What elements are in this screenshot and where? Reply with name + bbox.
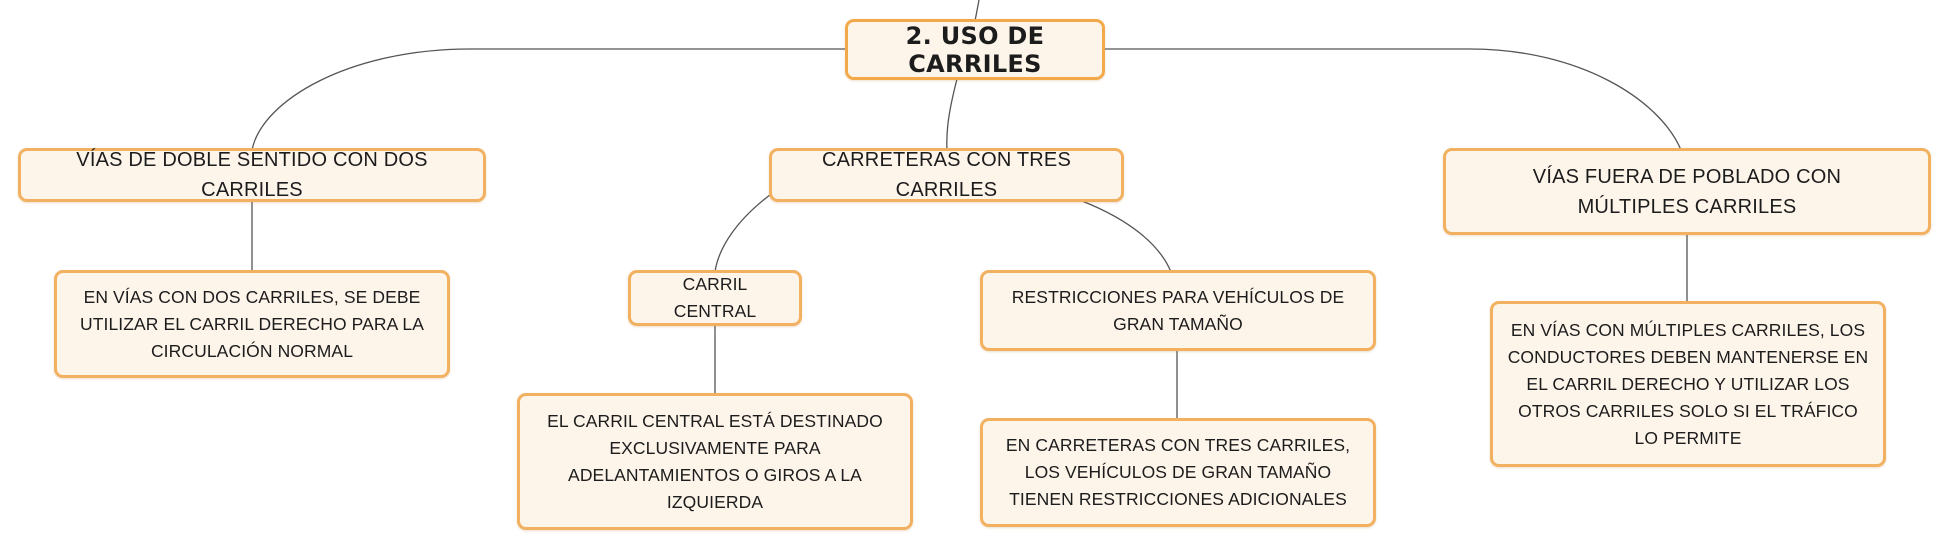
connector-three-lanes-to-central-lane [714,191,775,273]
branch-node-label: VÍAS DE DOBLE SENTIDO CON DOS CARRILES [76,149,428,201]
connector-root-to-branch-two-lanes [251,48,847,151]
branch-node-label: VÍAS FUERA DE POBLADO CON MÚLTIPLES CARR… [1532,165,1842,218]
detail-node-multi-lanes[interactable]: EN VÍAS CON MÚLTIPLES CARRILES, LOS COND… [1490,301,1886,467]
branch-node-multi-lanes[interactable]: VÍAS FUERA DE POBLADO CON MÚLTIPLES CARR… [1443,148,1931,235]
connector-parent-to-root [974,0,980,22]
connector-root-to-branch-three-lanes [946,78,958,151]
detail-node-label: EN CARRETERAS CON TRES CARRILES, LOS VEH… [1005,435,1351,509]
detail-node-central-lane[interactable]: EL CARRIL CENTRAL ESTÁ DESTINADO EXCLUSI… [517,393,913,530]
root-node[interactable]: 2. USO DE CARRILES [845,19,1105,80]
detail-node-label: EN VÍAS CON MÚLTIPLES CARRILES, LOS COND… [1507,319,1869,448]
root-node-label: 2. USO DE CARRILES [905,21,1045,78]
detail-node-large-vehicle-restrictions[interactable]: EN CARRETERAS CON TRES CARRILES, LOS VEH… [980,418,1376,527]
branch-node-label: CARRETERAS CON TRES CARRILES [821,149,1072,201]
sub-branch-node-central-lane[interactable]: CARRIL CENTRAL [628,270,802,326]
branch-node-three-lanes[interactable]: CARRETERAS CON TRES CARRILES [769,148,1124,202]
connector-root-to-branch-multi-lanes [1103,48,1682,151]
detail-node-two-lanes[interactable]: EN VÍAS CON DOS CARRILES, SE DEBE UTILIZ… [54,270,450,378]
branch-node-two-lanes[interactable]: VÍAS DE DOBLE SENTIDO CON DOS CARRILES [18,148,486,202]
sub-branch-node-label: RESTRICCIONES PARA VEHÍCULOS DE GRAN TAM… [1011,286,1345,334]
connector-three-lanes-to-restrictions [1081,200,1172,273]
sub-branch-node-label: CARRIL CENTRAL [673,274,757,321]
detail-node-label: EL CARRIL CENTRAL ESTÁ DESTINADO EXCLUSI… [547,410,883,512]
sub-branch-node-large-vehicle-restrictions[interactable]: RESTRICCIONES PARA VEHÍCULOS DE GRAN TAM… [980,270,1376,351]
detail-node-label: EN VÍAS CON DOS CARRILES, SE DEBE UTILIZ… [79,286,425,361]
